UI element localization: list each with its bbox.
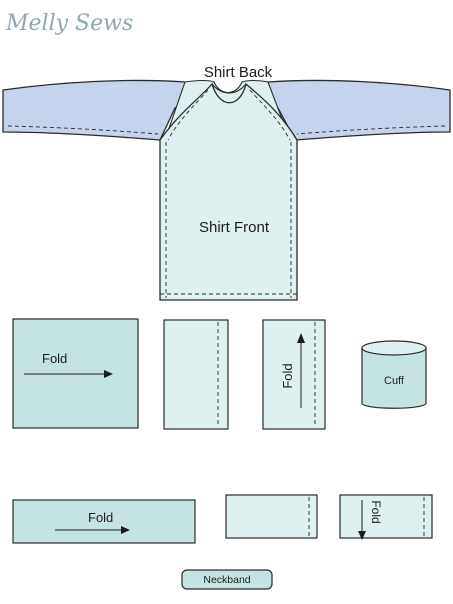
fold-panel-3: Fold bbox=[12, 499, 196, 544]
fold-arrowhead-3 bbox=[121, 526, 130, 534]
fold-arrowhead-4 bbox=[358, 531, 366, 540]
shirt-front-panel bbox=[159, 82, 298, 301]
neckband-piece: Neckband bbox=[181, 569, 273, 590]
fold-panel-2: Fold bbox=[262, 319, 326, 430]
right-sleeve-seam bbox=[296, 125, 446, 135]
folded-panel-1 bbox=[163, 319, 229, 430]
shirt-illustration: Shirt Back Shirt Front bbox=[2, 64, 451, 301]
cuff-piece: Cuff bbox=[361, 340, 427, 409]
folded-strip bbox=[225, 494, 318, 539]
shirt-back-label: Shirt Back bbox=[204, 64, 273, 81]
fold-label-3: Fold bbox=[88, 510, 113, 525]
fold-label-1: Fold bbox=[42, 351, 67, 366]
fold-label-2: Fold bbox=[280, 363, 295, 388]
raglan-seam-right bbox=[249, 89, 291, 141]
watermark-text: Melly Sews bbox=[5, 11, 133, 36]
fold-panel-4: Fold bbox=[339, 494, 433, 540]
raglan-seam-left bbox=[167, 89, 209, 141]
left-sleeve-seam bbox=[7, 125, 159, 135]
back-neckline bbox=[211, 83, 247, 94]
fold-arrowhead-1 bbox=[104, 370, 113, 378]
fold-arrowhead-2 bbox=[297, 333, 305, 343]
cuff-label: Cuff bbox=[384, 375, 405, 387]
fold-panel-1: Fold bbox=[12, 318, 139, 429]
fold-label-4: Fold bbox=[369, 500, 383, 523]
neckband-label: Neckband bbox=[203, 574, 250, 586]
shirt-front-label: Shirt Front bbox=[199, 219, 270, 236]
